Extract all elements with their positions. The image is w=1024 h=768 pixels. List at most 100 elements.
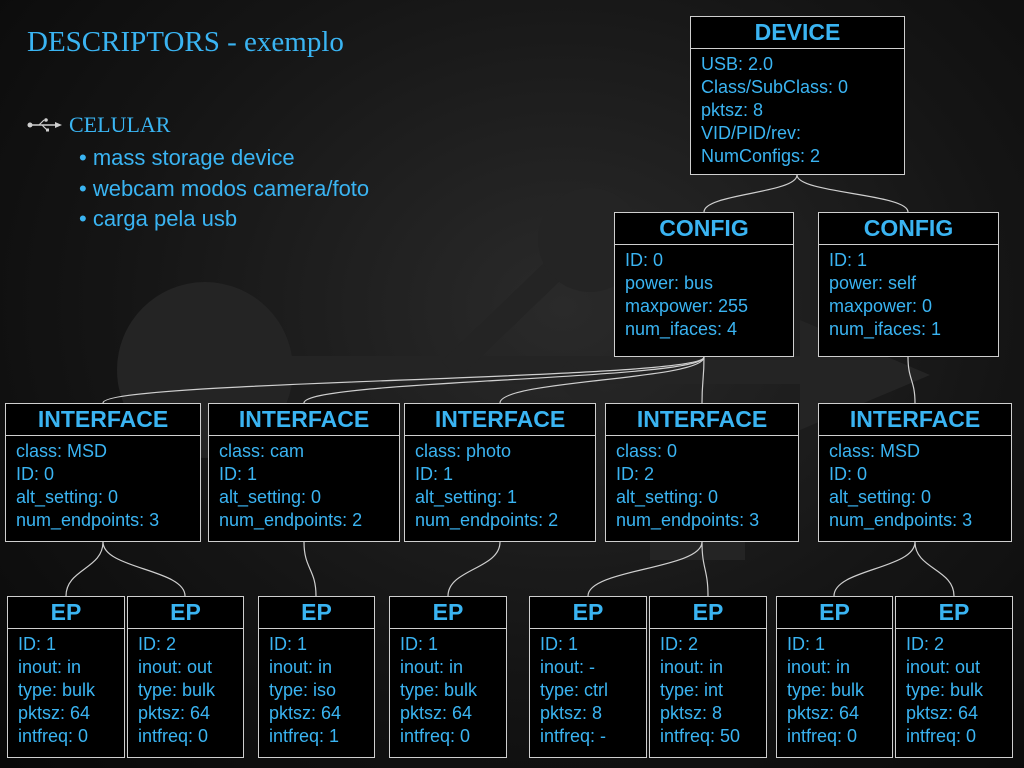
endpoint-node: EP ID: 2 inout: in type: int pktsz: 8 in… xyxy=(649,596,767,758)
node-line: type: bulk xyxy=(18,680,96,700)
node-line: Class/SubClass: 0 xyxy=(701,77,849,97)
node-line: maxpower: 0 xyxy=(829,296,933,316)
config-node: CONFIG ID: 0 power: bus maxpower: 255 nu… xyxy=(614,212,794,357)
node-line: USB: 2.0 xyxy=(701,54,774,74)
node-line: intfreq: 0 xyxy=(400,726,471,746)
endpoint-node: EP ID: 1 inout: in type: iso pktsz: 64 i… xyxy=(258,596,375,758)
node-line: intfreq: 1 xyxy=(269,726,340,746)
node-line: intfreq: 0 xyxy=(787,726,858,746)
node-line: pktsz: 64 xyxy=(269,703,342,723)
node-line: class: MSD xyxy=(16,441,108,461)
node-line: pktsz: 8 xyxy=(660,703,723,723)
node-header: EP xyxy=(390,597,506,629)
node-header: CONFIG xyxy=(819,213,998,245)
interface-node: INTERFACE class: MSD ID: 0 alt_setting: … xyxy=(5,403,201,542)
node-line: type: iso xyxy=(269,680,337,700)
node-line: inout: in xyxy=(787,657,851,677)
connector-line xyxy=(447,541,501,597)
endpoint-node: EP ID: 1 inout: in type: bulk pktsz: 64 … xyxy=(776,596,893,758)
node-line: inout: in xyxy=(400,657,464,677)
node-line: class: cam xyxy=(219,441,305,461)
node-line: num_ifaces: 4 xyxy=(625,319,738,339)
node-line: alt_setting: 0 xyxy=(829,487,932,507)
connector-line xyxy=(703,174,798,213)
node-header: CONFIG xyxy=(615,213,793,245)
node-line: num_endpoints: 3 xyxy=(829,510,973,530)
node-line: ID: 1 xyxy=(400,634,439,654)
node-line: type: bulk xyxy=(138,680,216,700)
node-line: ID: 1 xyxy=(787,634,826,654)
node-header: EP xyxy=(259,597,374,629)
bullet-heading-text: CELULAR xyxy=(69,112,171,137)
connector-line xyxy=(833,541,916,597)
connector-line xyxy=(65,541,104,597)
endpoint-node: EP ID: 1 inout: in type: bulk pktsz: 64 … xyxy=(7,596,125,758)
endpoint-node: EP ID: 1 inout: - type: ctrl pktsz: 8 in… xyxy=(529,596,647,758)
node-line: ID: 1 xyxy=(219,464,258,484)
node-line: alt_setting: 0 xyxy=(616,487,719,507)
node-header: EP xyxy=(530,597,646,629)
node-header: INTERFACE xyxy=(405,404,595,436)
node-line: type: int xyxy=(660,680,724,700)
bullet-item: • mass storage device xyxy=(79,145,295,170)
node-line: pktsz: 64 xyxy=(906,703,979,723)
node-line: type: bulk xyxy=(400,680,478,700)
node-header: EP xyxy=(777,597,892,629)
node-header: EP xyxy=(896,597,1012,629)
endpoint-node: EP ID: 2 inout: out type: bulk pktsz: 64… xyxy=(895,596,1013,758)
connector-line xyxy=(701,356,705,404)
connector-line xyxy=(303,356,705,404)
node-line: alt_setting: 0 xyxy=(16,487,119,507)
bullet-list: • mass storage device • webcam modos cam… xyxy=(79,143,369,235)
connector-line xyxy=(587,541,703,597)
interface-node: INTERFACE class: photo ID: 1 alt_setting… xyxy=(404,403,596,542)
bullet-item: • carga pela usb xyxy=(79,206,238,231)
node-line: ID: 1 xyxy=(415,464,454,484)
node-line: ID: 2 xyxy=(660,634,699,654)
node-line: ID: 2 xyxy=(138,634,177,654)
node-header: INTERFACE xyxy=(606,404,798,436)
connector-line xyxy=(102,356,705,404)
node-line: class: 0 xyxy=(616,441,678,461)
connector-line xyxy=(303,541,317,597)
node-line: class: photo xyxy=(415,441,512,461)
node-header: EP xyxy=(128,597,243,629)
node-line: inout: - xyxy=(540,657,596,677)
node-line: intfreq: 0 xyxy=(18,726,89,746)
connector-line xyxy=(796,174,909,213)
connector-line xyxy=(102,541,186,597)
endpoint-node: EP ID: 2 inout: out type: bulk pktsz: 64… xyxy=(127,596,244,758)
node-line: type: ctrl xyxy=(540,680,609,700)
interface-node: INTERFACE class: 0 ID: 2 alt_setting: 0 … xyxy=(605,403,799,542)
node-line: ID: 0 xyxy=(16,464,55,484)
connector-line xyxy=(701,541,709,597)
node-line: ID: 0 xyxy=(829,464,868,484)
node-line: VID/PID/rev: xyxy=(701,123,802,143)
node-line: inout: out xyxy=(906,657,981,677)
bullet-heading: CELULAR xyxy=(27,112,170,138)
node-line: ID: 1 xyxy=(269,634,308,654)
node-line: class: MSD xyxy=(829,441,921,461)
bullet-item: • webcam modos camera/foto xyxy=(79,175,370,201)
node-line: ID: 1 xyxy=(540,634,579,654)
node-line: ID: 0 xyxy=(625,250,664,270)
node-line: ID: 2 xyxy=(616,464,655,484)
device-node: DEVICE USB: 2.0 Class/SubClass: 0 pktsz:… xyxy=(690,16,905,175)
node-line: pktsz: 64 xyxy=(138,703,211,723)
node-header: EP xyxy=(8,597,124,629)
node-line: inout: out xyxy=(138,657,213,677)
node-line: intfreq: 50 xyxy=(660,726,741,746)
connector-line xyxy=(914,541,955,597)
node-line: alt_setting: 1 xyxy=(415,487,518,507)
connector-line xyxy=(907,356,916,404)
page-title: DESCRIPTORS - exemplo xyxy=(27,26,344,58)
node-line: inout: in xyxy=(660,657,724,677)
node-line: power: bus xyxy=(625,273,714,293)
node-header: DEVICE xyxy=(691,17,904,49)
node-line: num_endpoints: 2 xyxy=(219,510,363,530)
node-line: type: bulk xyxy=(906,680,984,700)
node-line: intfreq: 0 xyxy=(138,726,209,746)
node-line: ID: 2 xyxy=(906,634,945,654)
node-line: num_endpoints: 2 xyxy=(415,510,559,530)
